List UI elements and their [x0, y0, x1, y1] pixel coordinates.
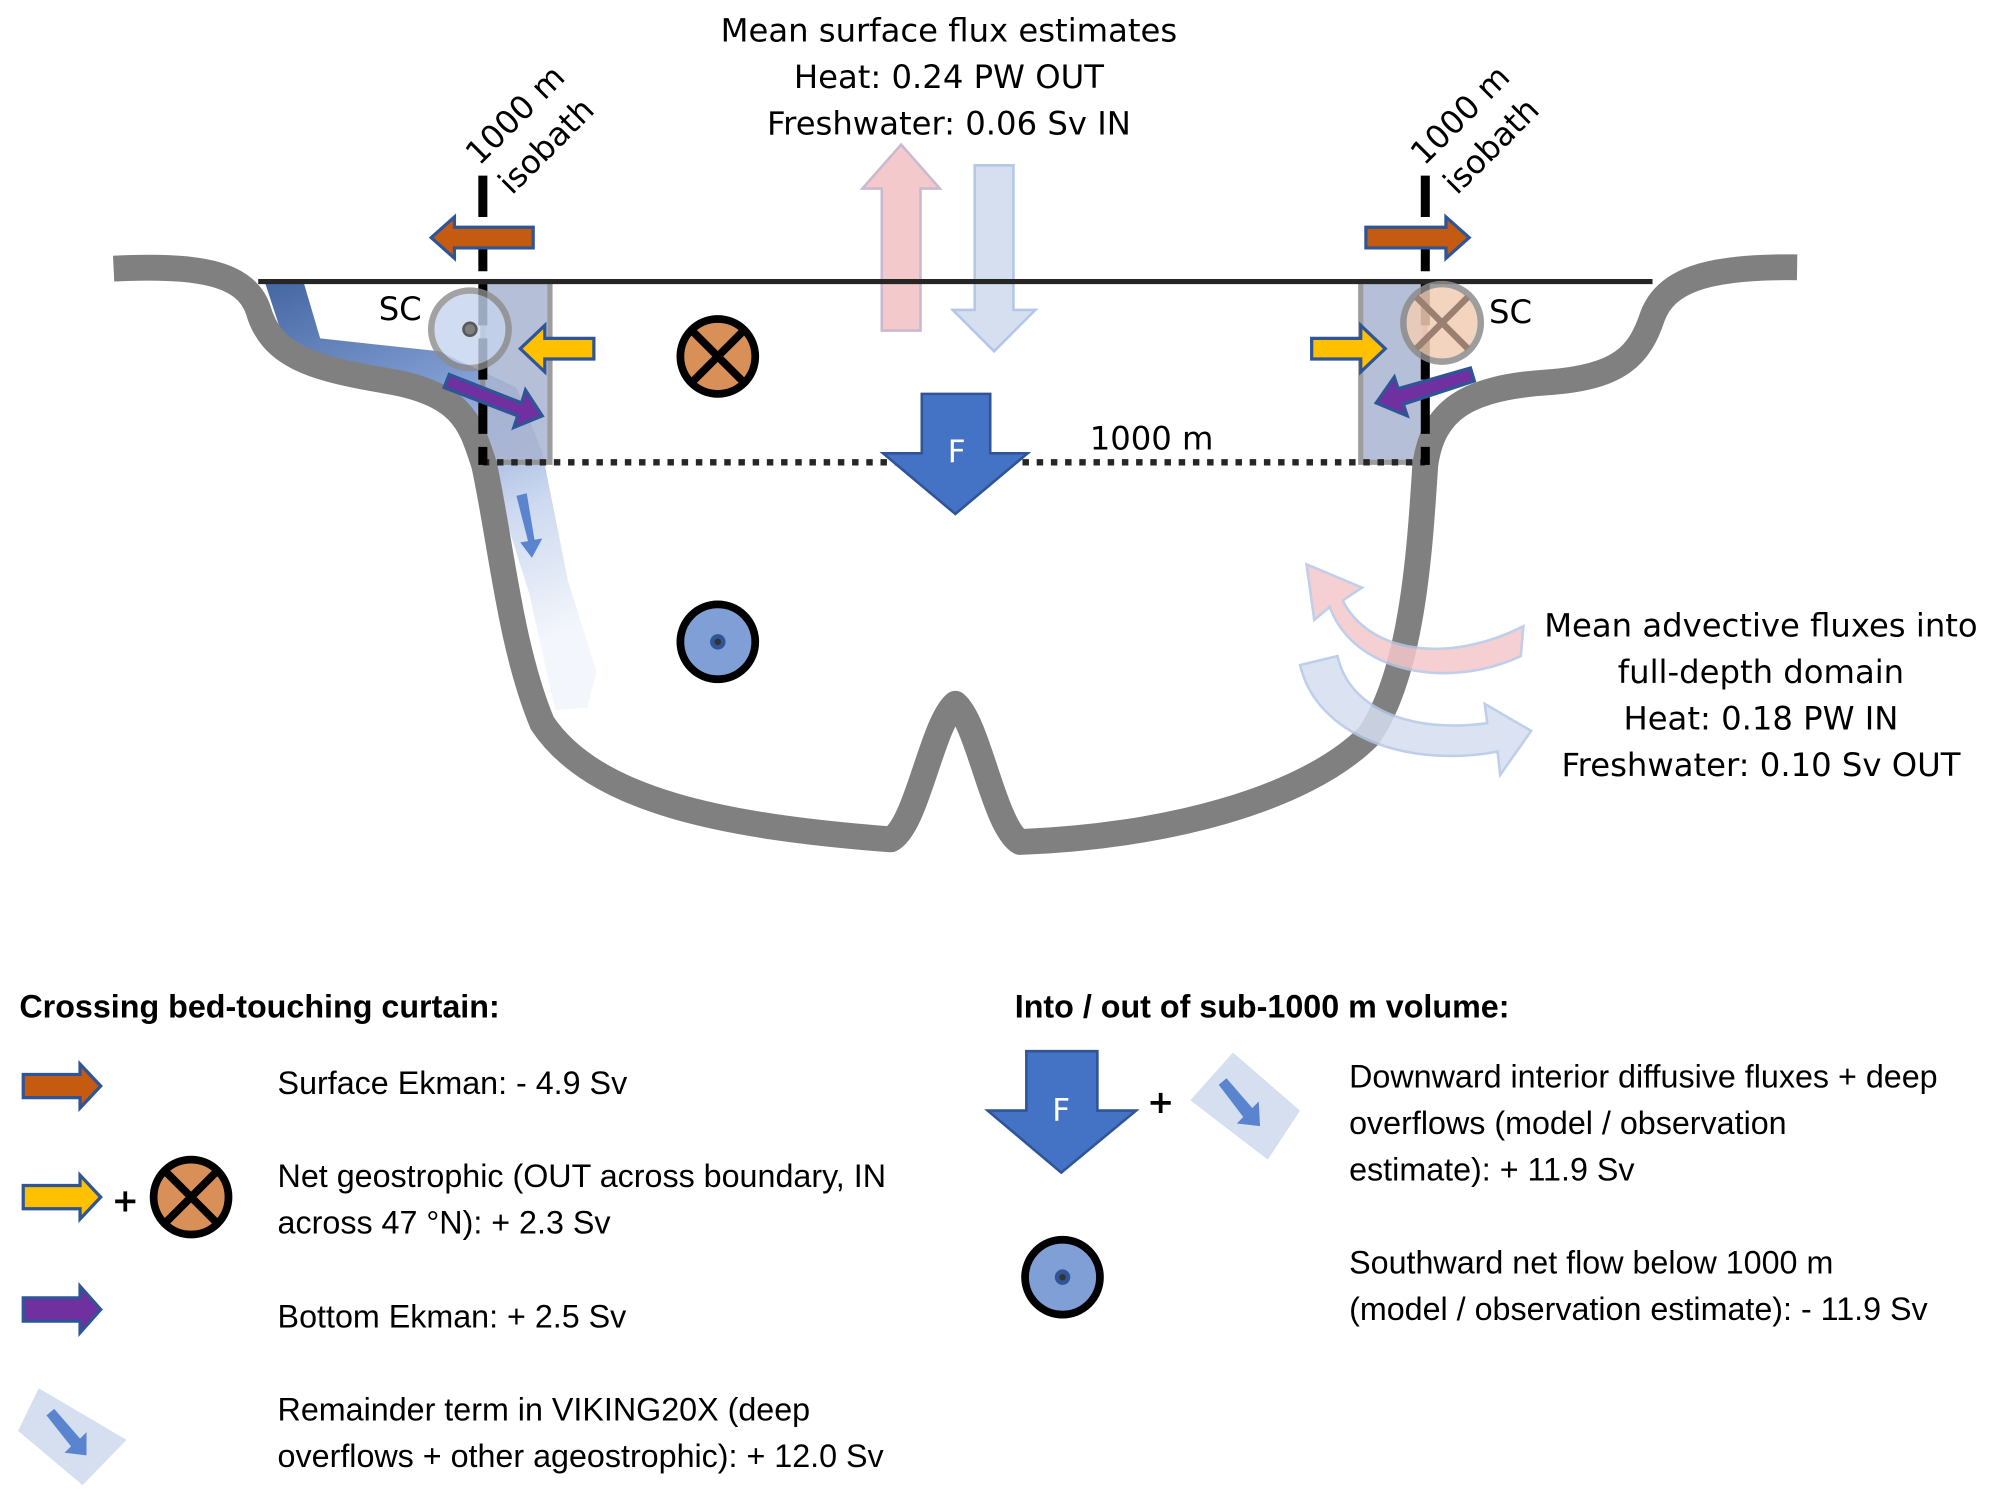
advective-heat-in-arrow-icon: [1304, 562, 1525, 675]
downward-flux-F-arrow: F: [879, 392, 1032, 516]
legend-downward-F-arrow-icon: [984, 1049, 1140, 1175]
legend-plus-1: +: [112, 1181, 139, 1219]
legend-item-southward-flow: Southward net flow below 1000 m (model /…: [1021, 1235, 1929, 1327]
depth-1000m-label: 1000 m: [1090, 419, 1214, 457]
legend-item-downward-flux: F + Downward interior diffusive fluxes +…: [984, 1049, 1938, 1187]
shelf-current-left: [427, 287, 512, 372]
advective-heat-flux: Heat: 0.18 PW IN: [1623, 700, 1898, 738]
legend-left-heading: Crossing bed-touching curtain:: [19, 989, 499, 1025]
legend-geostrophic-circle-icon: [149, 1155, 233, 1239]
legend-item-remainder: Remainder term in VIKING20X (deep overfl…: [18, 1388, 885, 1486]
legend-remainder-text-line2: overflows + other ageostrophic): + 12.0 …: [278, 1438, 885, 1474]
legend-F-label: F: [1052, 1093, 1070, 1129]
advective-freshwater-flux: Freshwater: 0.10 Sv OUT: [1561, 746, 1960, 784]
advective-title-line1: Mean advective fluxes into: [1544, 607, 1977, 645]
legend-overflow-arrow-icon: [1218, 1078, 1261, 1127]
legend-item-surface-ekman: Surface Ekman: - 4.9 Sv: [21, 1060, 629, 1113]
legend-bottom-ekman-arrow-icon: [21, 1281, 103, 1337]
legend-item-geostrophic: + Net geostrophic (OUT across boundary, …: [21, 1155, 886, 1240]
surface-freshwater-flux: Freshwater: 0.06 Sv IN: [767, 104, 1131, 142]
surface-heat-flux: Heat: 0.24 PW OUT: [794, 58, 1104, 96]
geostrophic-arrow-left-icon: [517, 321, 596, 376]
legend-plus-2: +: [1147, 1083, 1174, 1121]
advective-flux-text: Mean advective fluxes into full-depth do…: [1544, 607, 1977, 784]
surface-flux-text: Mean surface flux estimates Heat: 0.24 P…: [721, 11, 1178, 142]
sc-label-right: SC: [1489, 293, 1532, 331]
legend-southward-circle-icon: [1021, 1235, 1104, 1319]
overflow-down-arrow-icon: [516, 493, 543, 558]
bottom-ekman-arrow-left-icon: [442, 372, 545, 431]
shelf-current-dot-icon: [462, 321, 478, 338]
legend-southward-text-line1: Southward net flow below 1000 m: [1349, 1244, 1833, 1280]
interior-geostrophic-circle-icon: [676, 315, 760, 398]
legend-right-heading: Into / out of sub-1000 m volume:: [1015, 989, 1510, 1025]
surface-ekman-arrow-left-icon: [428, 213, 535, 262]
shelf-current-right: [1400, 280, 1485, 365]
advective-freshwater-out-arrow-icon: [1298, 654, 1534, 779]
surface-heat-out-arrow-icon: [859, 142, 943, 332]
sc-label-left: SC: [379, 290, 422, 328]
legend-remainder-text-line1: Remainder term in VIKING20X (deep: [278, 1392, 811, 1428]
southward-flow-circle-icon: [676, 600, 760, 684]
surface-ekman-arrow-right-icon: [1364, 213, 1472, 262]
legend-geostrophic-text-line1: Net geostrophic (OUT across boundary, IN: [278, 1158, 886, 1194]
legend-remainder-arrow-icon: [46, 1408, 87, 1456]
advective-title-line2: full-depth domain: [1618, 653, 1904, 691]
legend-surface-ekman-text: Surface Ekman: - 4.9 Sv: [278, 1065, 629, 1101]
seabed-profile: [112, 254, 1798, 855]
surface-flux-title: Mean surface flux estimates: [721, 11, 1178, 49]
legend-southward-text-line2: (model / observation estimate): - 11.9 S…: [1349, 1291, 1928, 1327]
legend-geostrophic-arrow-icon: [21, 1171, 103, 1224]
F-label: F: [948, 434, 966, 470]
legend-surface-ekman-arrow-icon: [21, 1060, 103, 1113]
legend-geostrophic-text-line2: across 47 °N): + 2.3 Sv: [278, 1204, 612, 1240]
legend-bottom-ekman-text: Bottom Ekman: + 2.5 Sv: [278, 1299, 628, 1335]
legend-downward-text-line3: estimate): + 11.9 Sv: [1349, 1151, 1635, 1187]
surface-freshwater-in-arrow-icon: [949, 164, 1039, 354]
legend-item-bottom-ekman: Bottom Ekman: + 2.5 Sv: [21, 1281, 628, 1337]
bottom-ekman-arrow-right-icon: [1373, 366, 1477, 419]
legend-downward-text-line2: overflows (model / observation: [1349, 1105, 1787, 1141]
legend-downward-text-line1: Downward interior diffusive fluxes + dee…: [1349, 1058, 1937, 1094]
geostrophic-arrow-right-icon: [1310, 321, 1388, 376]
